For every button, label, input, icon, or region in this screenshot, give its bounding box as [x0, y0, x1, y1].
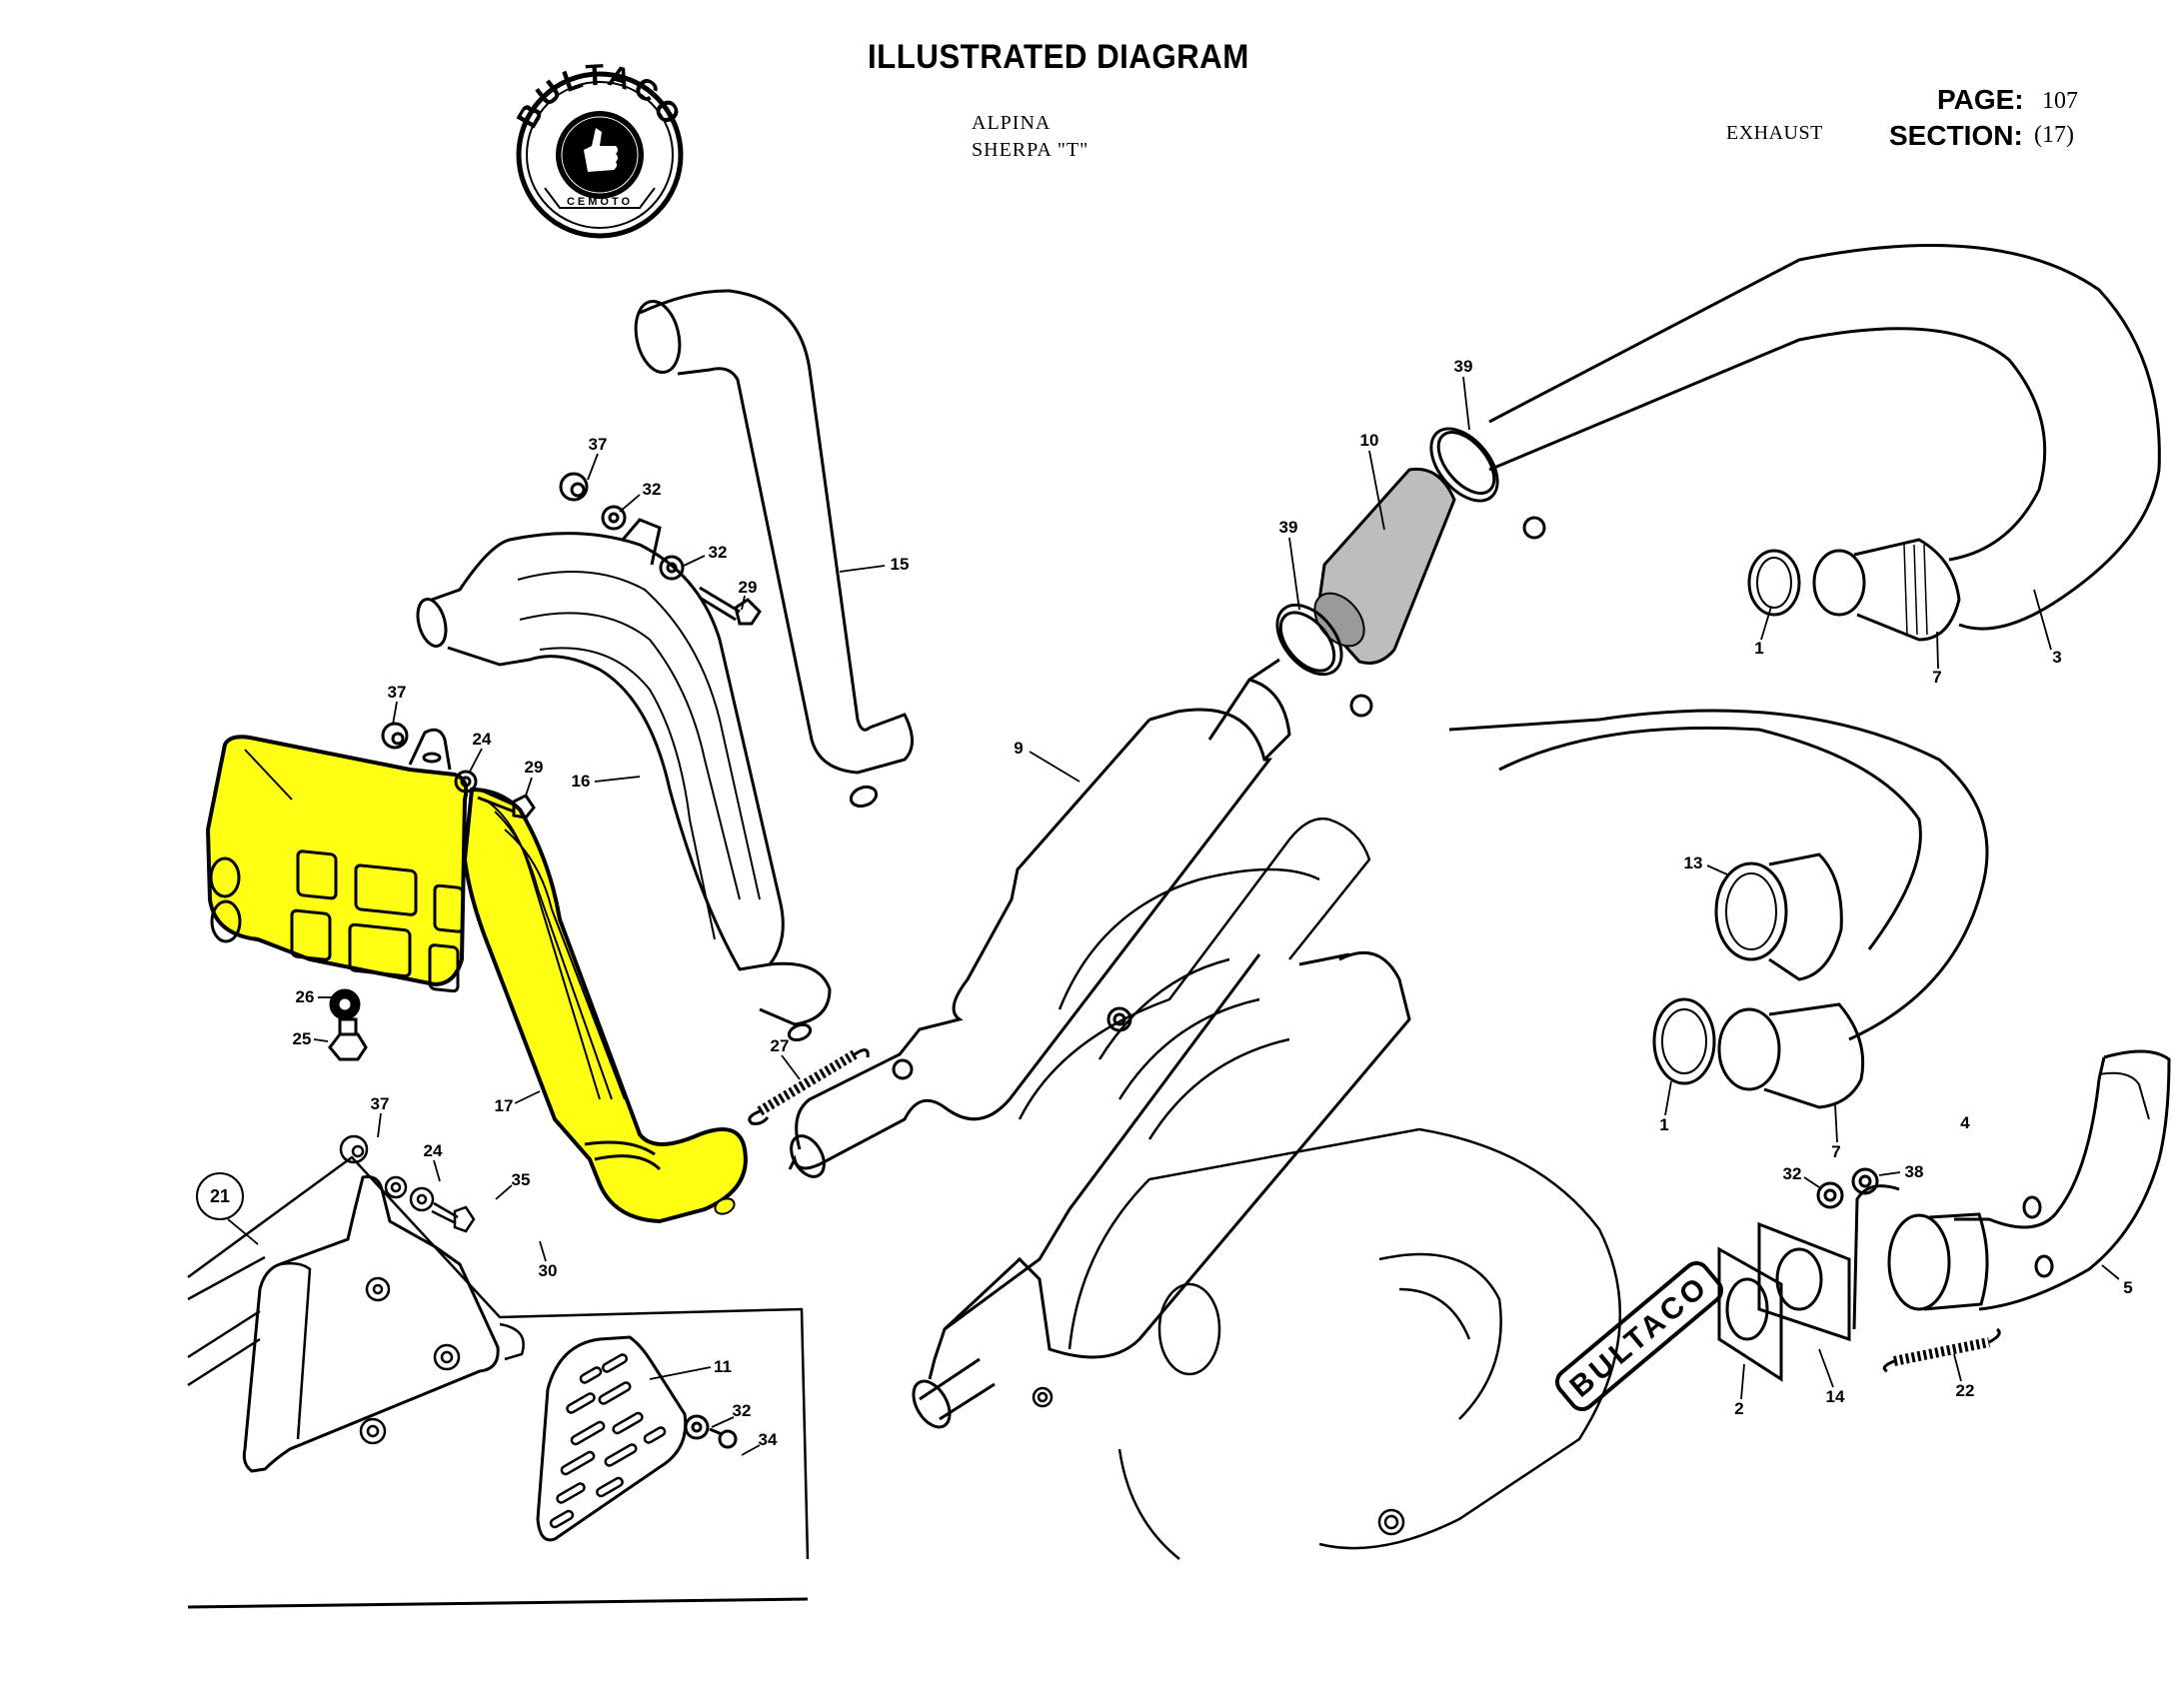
callout-7: 7 [1831, 1142, 1841, 1161]
callout-24: 24 [423, 1141, 443, 1160]
hardware-upper-left [328, 472, 762, 1061]
part-5-front-pipe [1717, 1049, 2171, 1382]
callout-29: 29 [738, 578, 758, 597]
callout-35: 35 [511, 1170, 531, 1189]
callout-2: 2 [1734, 1399, 1744, 1418]
callout-24: 24 [472, 730, 492, 749]
callout-34: 34 [758, 1430, 778, 1449]
callout-14: 14 [1825, 1387, 1845, 1406]
callout-37: 37 [387, 683, 407, 702]
callout-27: 27 [770, 1036, 790, 1055]
callout-4: 4 [1960, 1113, 1970, 1132]
callout-39: 39 [1453, 357, 1473, 376]
callout-15: 15 [890, 555, 910, 574]
part-15-exhaust-pipe [634, 289, 914, 809]
part-4-front-pipe [1448, 709, 1989, 1109]
part-9-expansion-chamber [788, 678, 1291, 1178]
callout-1: 1 [1659, 1115, 1669, 1134]
callout-32: 32 [642, 480, 662, 499]
section-number: (17) [2034, 122, 2074, 148]
callout-9: 9 [1014, 739, 1024, 758]
page-label: PAGE: [1937, 84, 2024, 115]
nut-37 [559, 472, 589, 502]
callout-29: 29 [524, 758, 544, 777]
page-number: 107 [2042, 88, 2078, 114]
model-name-sherpa: SHERPA "T" [972, 139, 1090, 161]
callout-22: 22 [1955, 1381, 1975, 1400]
engine-badge-text: BULTACO [1564, 1269, 1716, 1404]
page-title: ILLUSTRATED DIAGRAM [868, 38, 1249, 76]
callout-3: 3 [2052, 648, 2062, 667]
logo-subtitle: CEMOTO [567, 196, 633, 208]
callout-32: 32 [1782, 1164, 1802, 1183]
callout-38: 38 [1904, 1162, 1924, 1181]
section-name: EXHAUST [1726, 122, 1823, 144]
callout-37: 37 [588, 435, 608, 454]
part-16-heat-shield [416, 518, 832, 1042]
callout-26: 26 [295, 987, 315, 1006]
callout-13: 13 [1683, 853, 1703, 872]
callout-32: 32 [732, 1401, 752, 1420]
part-11-guard-plate [536, 1335, 738, 1542]
callout-5: 5 [2123, 1278, 2133, 1297]
expansion-chamber-lower [912, 950, 1411, 1429]
part-silencer-housing-highlighted [205, 728, 748, 1224]
callout-21: 21 [196, 1172, 244, 1220]
section-label: SECTION: [1889, 120, 2023, 151]
spring-27 [748, 1048, 870, 1125]
engine-crankcase [1018, 817, 1622, 1560]
callout-11: 11 [714, 1357, 732, 1376]
callout-30: 30 [538, 1261, 558, 1280]
clamps-39 [1207, 427, 1546, 741]
part-21-silencer-assembly [187, 1134, 810, 1609]
callout-17: 17 [494, 1096, 514, 1115]
callout-1: 1 [1754, 639, 1764, 658]
thumbs-up-icon [584, 128, 618, 172]
model-name-alpina: ALPINA [972, 112, 1052, 134]
callout-32: 32 [708, 543, 728, 562]
callout-37: 37 [370, 1094, 390, 1113]
callout-16: 16 [571, 772, 591, 791]
engine-badge: BULTACO [1554, 1260, 1724, 1412]
callout-10: 10 [1359, 431, 1379, 450]
callout-7: 7 [1932, 668, 1942, 687]
callout-39: 39 [1278, 518, 1298, 537]
hardware-right [1816, 1167, 2001, 1373]
callout-25: 25 [292, 1029, 312, 1048]
part-3-front-pipe [1488, 244, 2161, 642]
callout-leaders [227, 376, 2120, 1456]
bultaco-logo: BULTACO CEMOTO [511, 59, 685, 239]
